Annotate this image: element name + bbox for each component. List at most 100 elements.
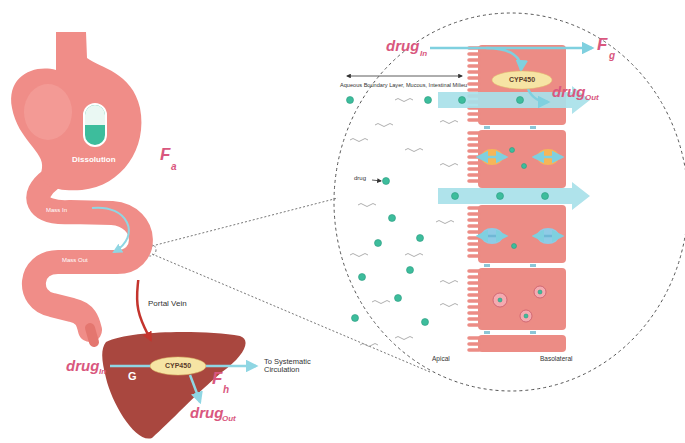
transport-arrow bbox=[534, 235, 562, 238]
drug-subscript: Out bbox=[585, 94, 599, 103]
drug-molecules bbox=[347, 97, 549, 326]
junction bbox=[530, 264, 536, 267]
transporter bbox=[481, 228, 503, 244]
drug-dot bbox=[524, 314, 528, 318]
liver-organ-outline bbox=[100, 340, 245, 440]
pointer-arrow bbox=[372, 180, 381, 181]
enterocyte bbox=[478, 335, 566, 352]
vesicle bbox=[534, 286, 546, 298]
drug-dot bbox=[352, 315, 359, 322]
flow-label: Mass Out bbox=[62, 257, 88, 264]
metabolite-arrow bbox=[528, 89, 548, 102]
transport-arrow bbox=[478, 235, 506, 238]
mass-flow-arrow bbox=[92, 208, 129, 252]
liver-shape bbox=[102, 332, 245, 439]
drug-dot bbox=[522, 164, 527, 169]
drug-dot bbox=[407, 267, 414, 274]
drug-label: drug bbox=[190, 405, 223, 422]
drug-subscript: In bbox=[99, 368, 106, 377]
drug-label: drug bbox=[552, 84, 585, 101]
drug-dot bbox=[359, 274, 366, 281]
capsule-body bbox=[84, 104, 106, 146]
drug-subscript: In bbox=[420, 50, 427, 59]
drug-dot bbox=[417, 235, 424, 242]
gi-tract: DissolutionMass InMass Out bbox=[0, 30, 175, 280]
zoom-spot bbox=[144, 244, 156, 256]
drug-dot bbox=[542, 193, 549, 200]
drug-dot bbox=[510, 148, 515, 153]
liver-drawing bbox=[102, 332, 245, 439]
drug-dot bbox=[517, 97, 524, 104]
enzyme-ellipse-outline bbox=[492, 71, 552, 89]
drug-dot bbox=[425, 97, 432, 104]
leader-line bbox=[152, 198, 338, 246]
enzyme-ellipse: CYP450 bbox=[150, 357, 206, 375]
intestine-tube bbox=[34, 180, 141, 330]
zoom-outline bbox=[334, 13, 685, 391]
fraction-symbol: F bbox=[597, 36, 607, 55]
region-label: Aqueous Boundary Layer, Mucous, Intestin… bbox=[340, 82, 467, 88]
drug-dot bbox=[452, 193, 459, 200]
leader-line bbox=[152, 254, 430, 372]
vesicles bbox=[493, 286, 546, 322]
fraction-subscript: h bbox=[223, 384, 229, 395]
liver-flow-arrow bbox=[206, 365, 256, 368]
transport-arrow bbox=[478, 156, 506, 159]
transporter bbox=[481, 149, 503, 165]
fraction-symbol: F bbox=[160, 146, 170, 165]
portal-connector bbox=[137, 280, 151, 340]
enzyme-label: CYP450 bbox=[150, 357, 206, 375]
drug-dot bbox=[498, 298, 502, 302]
intestine-end bbox=[90, 328, 94, 342]
junction bbox=[530, 331, 536, 334]
junction bbox=[484, 331, 490, 334]
junction bbox=[484, 126, 490, 129]
tight-junctions bbox=[484, 126, 536, 334]
metabolism-arrow bbox=[190, 375, 200, 402]
region-letter: G bbox=[128, 370, 137, 382]
capsule-cap bbox=[85, 105, 105, 125]
drug-dot bbox=[383, 178, 390, 185]
gut-wall-flow-arrow bbox=[430, 47, 592, 50]
drug-label: drug bbox=[66, 358, 99, 375]
fraction-subscript: a bbox=[171, 161, 177, 172]
zoom-circle-outline bbox=[333, 12, 685, 392]
drug-label: drug bbox=[386, 38, 419, 55]
side-label: Basolateral bbox=[540, 355, 573, 362]
drug-dot bbox=[459, 97, 466, 104]
mucus-squiggles bbox=[350, 99, 458, 347]
paracellular-arrow bbox=[438, 182, 590, 210]
side-label: Apical bbox=[432, 355, 450, 362]
enterocyte-cells bbox=[478, 45, 566, 352]
transport-arrows bbox=[438, 86, 590, 210]
enzyme-outline bbox=[150, 357, 206, 375]
drug-dot bbox=[347, 97, 354, 104]
liver-flow-arrow bbox=[110, 365, 150, 368]
zoom-circle: Aqueous Boundary Layer, Mucous, Intestin… bbox=[333, 12, 685, 392]
edge-label: Portal Vein bbox=[148, 300, 187, 309]
enterocyte bbox=[478, 268, 566, 330]
drug-subscript: Out bbox=[222, 415, 236, 424]
microvilli bbox=[469, 48, 479, 350]
transporters bbox=[478, 149, 562, 244]
transporter bbox=[537, 149, 559, 165]
fraction-subscript: g bbox=[609, 50, 615, 61]
enzyme-outline bbox=[492, 71, 552, 89]
transcellular-arrow bbox=[438, 86, 590, 114]
stomach-highlight bbox=[24, 84, 72, 140]
gi-tract-outline bbox=[0, 30, 175, 280]
enterocyte bbox=[478, 45, 566, 125]
drug-dot bbox=[422, 319, 429, 326]
drug-dot bbox=[512, 244, 517, 249]
drug-dot bbox=[538, 290, 542, 294]
enzyme-ellipse-outline bbox=[150, 357, 206, 375]
gi-tract-drawing bbox=[11, 32, 141, 342]
capsule-symbol bbox=[84, 104, 106, 146]
liver-organ: G CYP450 bbox=[100, 340, 245, 440]
enterocyte bbox=[478, 130, 566, 188]
